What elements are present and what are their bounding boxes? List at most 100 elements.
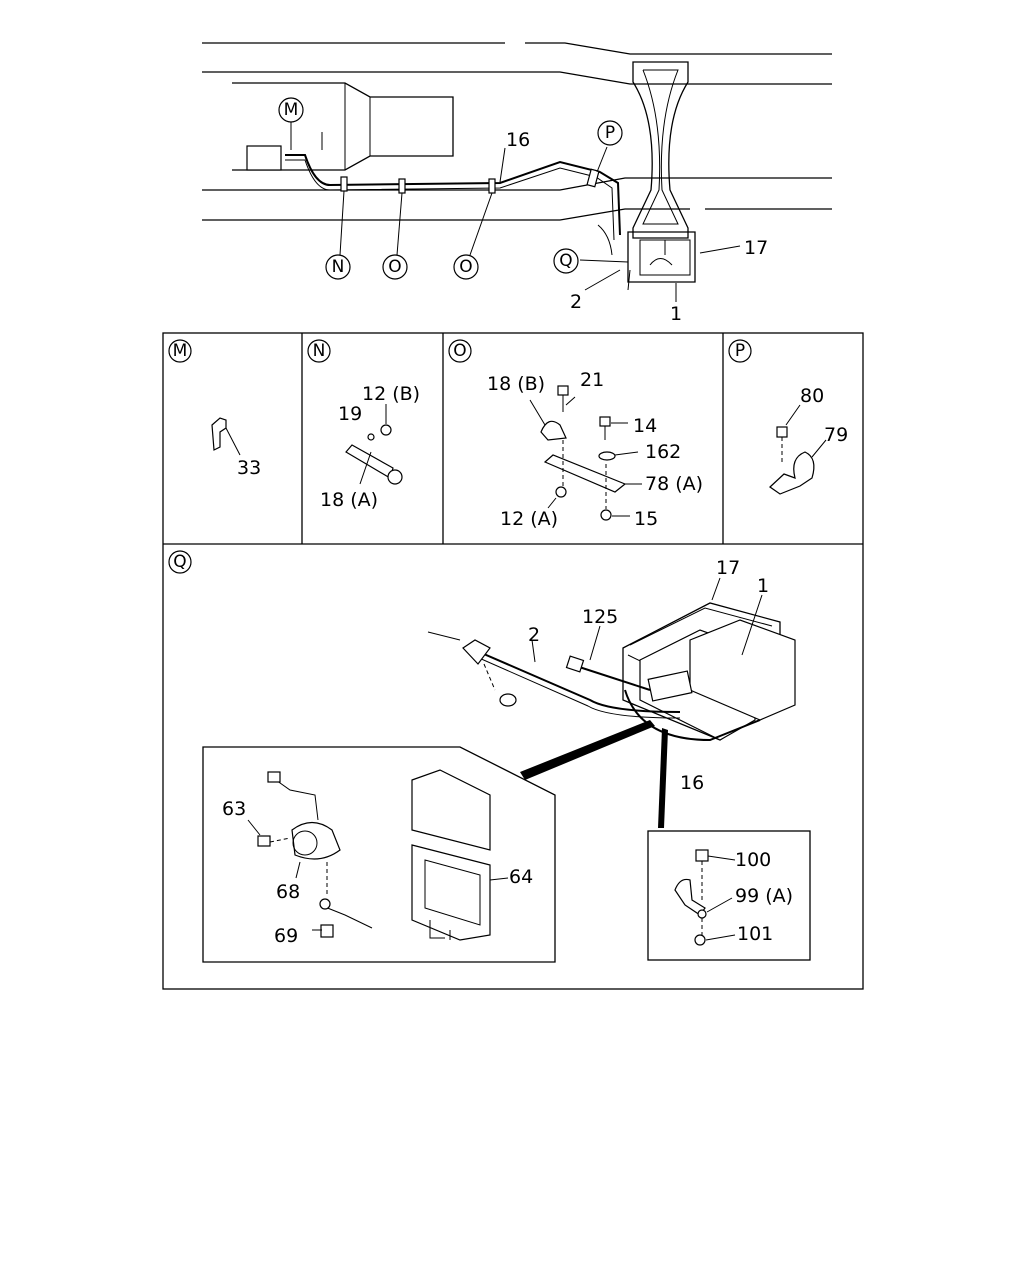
inset-left: 63 68 69 64	[202, 746, 556, 963]
part-101: 101	[737, 923, 773, 945]
cover-64	[411, 769, 491, 851]
clamp-79	[769, 451, 815, 495]
relay-68	[291, 821, 341, 860]
svg-text:P: P	[605, 123, 615, 143]
part-162: 162	[645, 441, 681, 463]
svg-text:O: O	[459, 257, 472, 277]
part-69: 69	[274, 925, 298, 947]
engine-housing	[232, 82, 454, 171]
frame-rail-upper	[202, 71, 832, 85]
plate-terminal	[462, 639, 491, 665]
clip-o2-mark	[488, 178, 496, 194]
svg-text:N: N	[313, 341, 326, 361]
panel-p-letter: P	[728, 339, 752, 363]
part-21: 21	[580, 369, 604, 391]
part-79: 79	[824, 424, 848, 446]
part-16-q: 16	[680, 772, 704, 794]
bolt-14	[599, 416, 611, 427]
part-125: 125	[582, 606, 618, 628]
spacer	[499, 693, 517, 707]
washer-19	[367, 433, 375, 441]
part-1-q: 1	[757, 575, 769, 597]
part-100: 100	[735, 849, 771, 871]
cable-2	[469, 647, 681, 713]
part-18b: 18 (B)	[487, 373, 545, 395]
bolt-80	[776, 426, 788, 438]
callout-q[interactable]: Q	[553, 248, 579, 274]
detail-grid	[162, 332, 864, 990]
overview-view: M N O O P Q 16 17 2 1	[202, 42, 832, 325]
svg-text:O: O	[453, 341, 466, 361]
part-12a: 12 (A)	[500, 508, 558, 530]
panel-n-letter: N	[307, 339, 331, 363]
nut-15	[600, 509, 612, 521]
cross-member	[632, 61, 689, 239]
panel-m: M 33	[168, 339, 261, 479]
panel-p: P 80 79	[728, 339, 848, 495]
svg-text:O: O	[388, 257, 401, 277]
relay-lead	[272, 777, 319, 821]
bolt-100	[695, 849, 709, 862]
battery-box	[627, 231, 696, 283]
svg-text:M: M	[284, 100, 299, 120]
part-18a: 18 (A)	[320, 489, 378, 511]
harness-16	[285, 154, 621, 236]
inset-right: 100 99 (A) 101	[647, 830, 811, 961]
part-78a: 78 (A)	[645, 473, 703, 495]
callout-o-2[interactable]: O	[453, 254, 479, 280]
svg-text:P: P	[735, 341, 745, 361]
washer-162	[598, 451, 616, 461]
label-1: 1	[670, 303, 682, 325]
part-80: 80	[800, 385, 824, 407]
panel-q-letter: Q	[168, 550, 192, 574]
part-17-q: 17	[716, 557, 740, 579]
callout-o-1[interactable]: O	[382, 254, 408, 280]
clamp-18b	[540, 420, 567, 441]
nut-12b	[380, 424, 392, 436]
callout-m[interactable]: M	[278, 97, 304, 123]
callout-p[interactable]: P	[597, 120, 623, 146]
part-2-q: 2	[528, 624, 540, 646]
bolt-69	[320, 924, 334, 938]
clip-o1-mark	[398, 178, 406, 194]
stud-bolt	[427, 631, 461, 641]
clamp-ring	[387, 469, 403, 485]
pointer-right-inset	[658, 728, 668, 828]
clip-n-mark	[340, 176, 348, 192]
clip-33	[211, 417, 227, 451]
panel-o-letter: O	[448, 339, 472, 363]
part-33: 33	[237, 457, 261, 479]
part-99a: 99 (A)	[735, 885, 793, 907]
pointer-left-inset	[520, 720, 655, 780]
frame-rail-bottom	[202, 208, 832, 221]
panel-m-letter: M	[168, 339, 192, 363]
sensor-block	[246, 145, 282, 171]
part-68: 68	[276, 881, 300, 903]
svg-text:Q: Q	[559, 251, 572, 271]
panel-o: O 18 (B) 21 14 162 78 (A) 12 (A) 15	[448, 339, 703, 530]
frame-rail-top	[202, 42, 832, 55]
part-64: 64	[509, 866, 533, 888]
part-12b: 12 (B)	[362, 383, 420, 405]
part-63: 63	[222, 798, 246, 820]
part-15: 15	[634, 508, 658, 530]
relay-box	[647, 670, 693, 702]
callout-n[interactable]: N	[325, 254, 351, 280]
part-14: 14	[633, 415, 657, 437]
cable-125	[569, 663, 651, 691]
label-2: 2	[570, 291, 582, 313]
nut-101	[694, 934, 706, 946]
svg-text:M: M	[173, 341, 188, 361]
panel-n: N 12 (B) 19 18 (A)	[307, 339, 420, 511]
plate-78a	[543, 454, 627, 493]
nut-12a	[555, 486, 567, 498]
clip-p-mark	[586, 168, 600, 188]
battery-cable	[624, 689, 761, 742]
label-16: 16	[506, 129, 530, 151]
panel-q: Q 17 1 125 2 16	[168, 550, 811, 963]
svg-text:N: N	[332, 257, 345, 277]
bracket-18a	[345, 444, 394, 479]
frame-rail-lower	[202, 177, 832, 191]
svg-text:Q: Q	[173, 552, 186, 572]
